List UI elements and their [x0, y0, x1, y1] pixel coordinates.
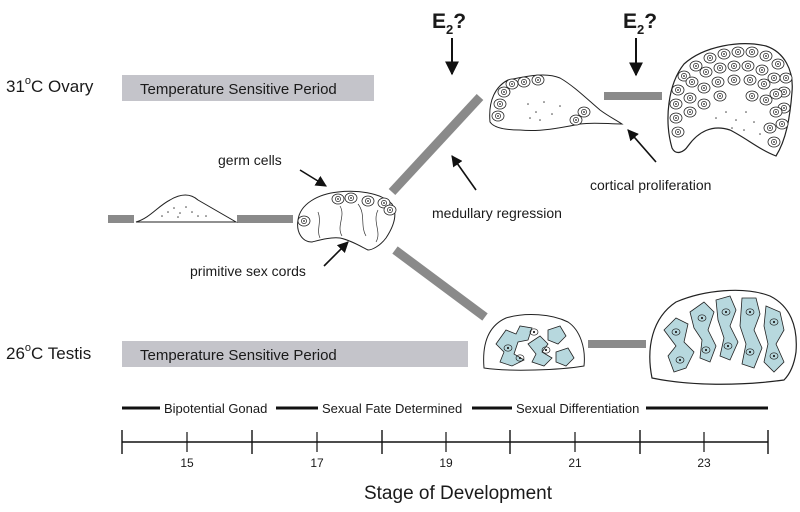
connector-bar-1 [108, 215, 134, 223]
testis-tsp-band [122, 341, 468, 367]
tick-label-21: 21 [568, 456, 582, 470]
testis-connector-bar [588, 340, 646, 348]
germ-cells-label: germ cells [218, 152, 282, 168]
bipotential-gonad-drawing [297, 190, 397, 251]
tick-label-23: 23 [697, 456, 711, 470]
testis-tsp-label: Temperature Sensitive Period [140, 347, 337, 364]
phase-bar: Bipotential Gonad Sexual Fate Determined… [122, 401, 768, 416]
cortical-proliferation-label: cortical proliferation [590, 177, 711, 193]
early-testis-drawing [483, 314, 585, 371]
medullary-regression-arrow [451, 155, 477, 191]
axis-title: Stage of Development [364, 483, 553, 504]
stage-axis: 15 17 19 21 23 [121, 430, 769, 470]
medullary-regression-label: medullary regression [432, 205, 562, 221]
ovary-connector-bar [604, 92, 662, 100]
testis-branch-bar [392, 246, 488, 321]
phase-bipotential-gonad: Bipotential Gonad [164, 401, 267, 416]
phase-sexual-fate-determined: Sexual Fate Determined [322, 401, 462, 416]
connector-bar-2 [237, 215, 293, 223]
tick-label-15: 15 [180, 456, 194, 470]
germ-cells-arrow [299, 169, 327, 187]
cortical-proliferation-arrow [627, 129, 657, 163]
ovary-branch-bar [388, 93, 484, 196]
ovary-tsp-label: Temperature Sensitive Period [140, 81, 337, 98]
ovary-tsp-band [122, 75, 374, 101]
tick-label-17: 17 [310, 456, 324, 470]
hormone-label-1: E2? [432, 10, 466, 37]
primitive-sex-cords-arrow [323, 241, 349, 267]
ovary-row-label: 31oC Ovary [6, 75, 94, 96]
hormone-label-2: E2? [623, 10, 657, 37]
primitive-sex-cords-label: primitive sex cords [190, 263, 306, 279]
tick-label-19: 19 [439, 456, 453, 470]
early-gonad-drawing [135, 194, 238, 223]
phase-sexual-differentiation: Sexual Differentiation [516, 401, 639, 416]
testis-row-label: 26oC Testis [6, 342, 91, 363]
early-ovary-drawing [489, 74, 624, 131]
mature-ovary-drawing [667, 43, 793, 157]
mature-testis-drawing [649, 289, 797, 385]
